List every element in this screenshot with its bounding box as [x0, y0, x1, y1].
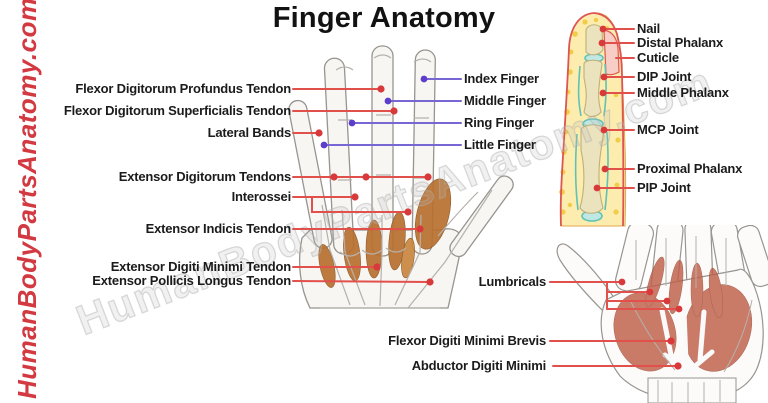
label-nail: Nail [637, 21, 661, 36]
label-cuticle: Cuticle [637, 50, 679, 65]
central-hand-illustration [288, 45, 514, 309]
bottom-hand-illustration [556, 225, 768, 403]
interossei-muscles [318, 178, 452, 288]
label-ring-finger: Ring Finger [464, 115, 535, 130]
label-distal-phalanx: Distal Phalanx [637, 35, 724, 50]
label-extensor-digitorum-tendons: Extensor Digitorum Tendons [118, 169, 291, 184]
sketch-lines [629, 236, 753, 403]
label-middle-finger: Middle Finger [464, 93, 546, 108]
label-index-finger: Index Finger [464, 71, 539, 86]
label-little-finger: Little Finger [464, 137, 536, 152]
label-lateral-bands: Lateral Bands [207, 125, 292, 140]
label-extensor-digiti-minimi-tendon: Extensor Digiti Minimi Tendon [110, 259, 291, 274]
label-proximal-phalanx: Proximal Phalanx [637, 161, 743, 176]
side-watermark: HumanBodyPartsAnatomy.com [12, 0, 42, 399]
label-flexor-digiti-minimi-brevis: Flexor Digiti Minimi Brevis [388, 333, 546, 348]
label-flexor-digitorum-superficialis-tendon: Flexor Digitorum Superficialis Tendon [63, 103, 291, 118]
label-abductor-digiti-minimi: Abductor Digiti Minimi [411, 358, 546, 373]
tendon-gaps [659, 307, 715, 376]
page-title: Finger Anatomy [272, 2, 496, 34]
label-extensor-indicis-tendon: Extensor Indicis Tendon [145, 221, 292, 236]
label-dip-joint: DIP Joint [637, 69, 692, 84]
finger-red-outline [559, 12, 625, 227]
label-mcp-joint: MCP Joint [637, 122, 699, 137]
finger-cross-section-illustration [559, 12, 627, 227]
label-flexor-digitorum-profundus-tendon: Flexor Digitorum Profundus Tendon [75, 81, 291, 96]
label-extensor-pollicis-longus-tendon: Extensor Pollicis Longus Tendon [92, 273, 291, 288]
label-pip-joint: PIP Joint [637, 180, 691, 195]
label-interossei: Interossei [231, 189, 292, 204]
nail [603, 29, 620, 76]
label-middle-phalanx: Middle Phalanx [637, 85, 729, 100]
label-lumbricals: Lumbricals [478, 274, 547, 289]
